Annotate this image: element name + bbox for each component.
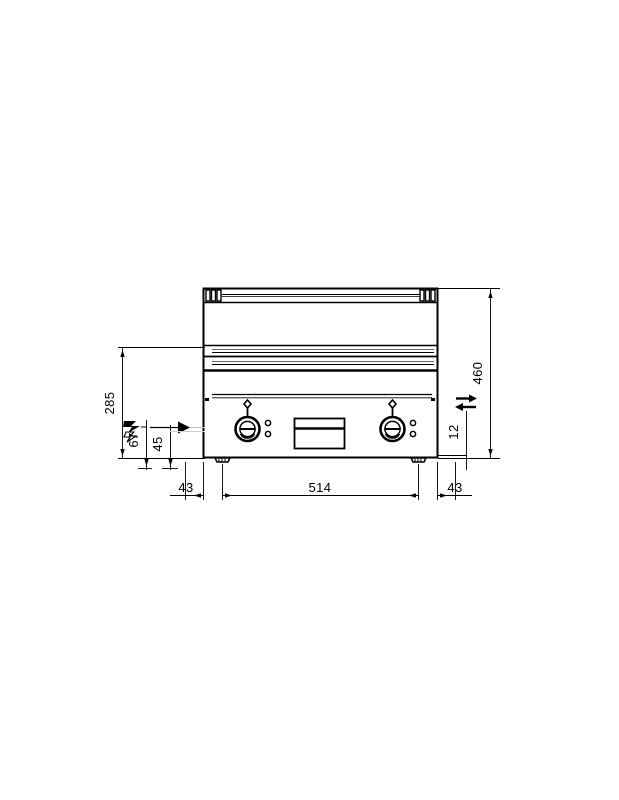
water-inlet-arrowhead bbox=[178, 421, 190, 434]
flow-arrow-right-head bbox=[469, 394, 477, 403]
vent-slots-right bbox=[419, 289, 436, 302]
arrow-45-bottom bbox=[168, 459, 173, 466]
foot-left bbox=[213, 457, 232, 463]
dimension-285: 285 bbox=[102, 347, 205, 459]
indicator-lamps-left bbox=[264, 419, 272, 438]
lightning-bolt-upper bbox=[123, 421, 140, 433]
panel-end-tick-left bbox=[205, 398, 209, 401]
vent-slot-left-3 bbox=[216, 289, 222, 302]
arrow-43-right bbox=[440, 493, 447, 498]
vent-slot-left-2 bbox=[210, 289, 217, 302]
dimension-12: 12 bbox=[438, 411, 467, 470]
foot-right bbox=[409, 457, 428, 463]
indicator-lamp-right-lower bbox=[409, 430, 417, 438]
indicator-lamp-left-upper bbox=[264, 419, 272, 427]
rear-splash-guard bbox=[204, 293, 437, 304]
dim-label-460: 460 bbox=[470, 362, 485, 385]
water-inlet-arrow-icon bbox=[150, 421, 205, 434]
vent-slot-left-1 bbox=[205, 289, 211, 302]
dimension-460: 460 bbox=[438, 288, 500, 459]
vent-slots-left bbox=[205, 289, 222, 302]
vent-slot-right-1 bbox=[419, 289, 425, 302]
arrow-43-left bbox=[194, 493, 201, 498]
dimension-43-left: 43 bbox=[170, 480, 203, 498]
control-knob-left[interactable] bbox=[234, 398, 261, 443]
arrow-285-bottom bbox=[120, 449, 125, 456]
dim-label-514: 514 bbox=[309, 480, 332, 495]
knob-right-lower-arc bbox=[384, 433, 401, 439]
dimension-45: 45 bbox=[150, 425, 173, 470]
flow-arrow-left-head bbox=[455, 403, 463, 411]
grease-drawer[interactable] bbox=[293, 417, 346, 450]
vent-slot-right-2 bbox=[424, 289, 431, 302]
appliance-body bbox=[202, 287, 439, 463]
indicator-lamp-right-upper bbox=[409, 419, 417, 427]
water-flow-double-arrow-icon bbox=[455, 394, 477, 411]
bottom-extension-lines bbox=[185, 462, 456, 500]
arrow-67-bottom bbox=[144, 459, 149, 466]
electrical-connection-lightning-icon bbox=[123, 421, 146, 443]
cooking-plate-band bbox=[204, 344, 437, 372]
vent-slot-right-3 bbox=[430, 289, 436, 302]
lightning-bolt-lower bbox=[123, 431, 138, 443]
control-panel bbox=[205, 393, 435, 401]
arrow-514-right bbox=[409, 493, 416, 498]
dim-label-45: 45 bbox=[150, 436, 165, 451]
dim-label-43-right: 43 bbox=[447, 480, 462, 495]
drawer-outline[interactable] bbox=[293, 417, 346, 450]
arrow-460-top bbox=[488, 291, 493, 298]
control-knob-right[interactable] bbox=[379, 398, 406, 443]
dimension-514: 514 bbox=[222, 480, 419, 498]
arrow-460-bottom bbox=[488, 449, 493, 456]
arrow-285-top bbox=[120, 350, 125, 357]
panel-end-tick-right bbox=[431, 398, 435, 401]
indicator-lamps-right bbox=[409, 419, 417, 438]
dim-label-12: 12 bbox=[446, 424, 461, 439]
arrow-514-left bbox=[225, 493, 232, 498]
knob-left-lower-arc bbox=[239, 433, 256, 439]
dimension-43-right: 43 bbox=[437, 480, 472, 498]
dim-label-285: 285 bbox=[102, 392, 117, 415]
dim-label-43-left: 43 bbox=[178, 480, 193, 495]
indicator-lamp-left-lower bbox=[264, 430, 272, 438]
